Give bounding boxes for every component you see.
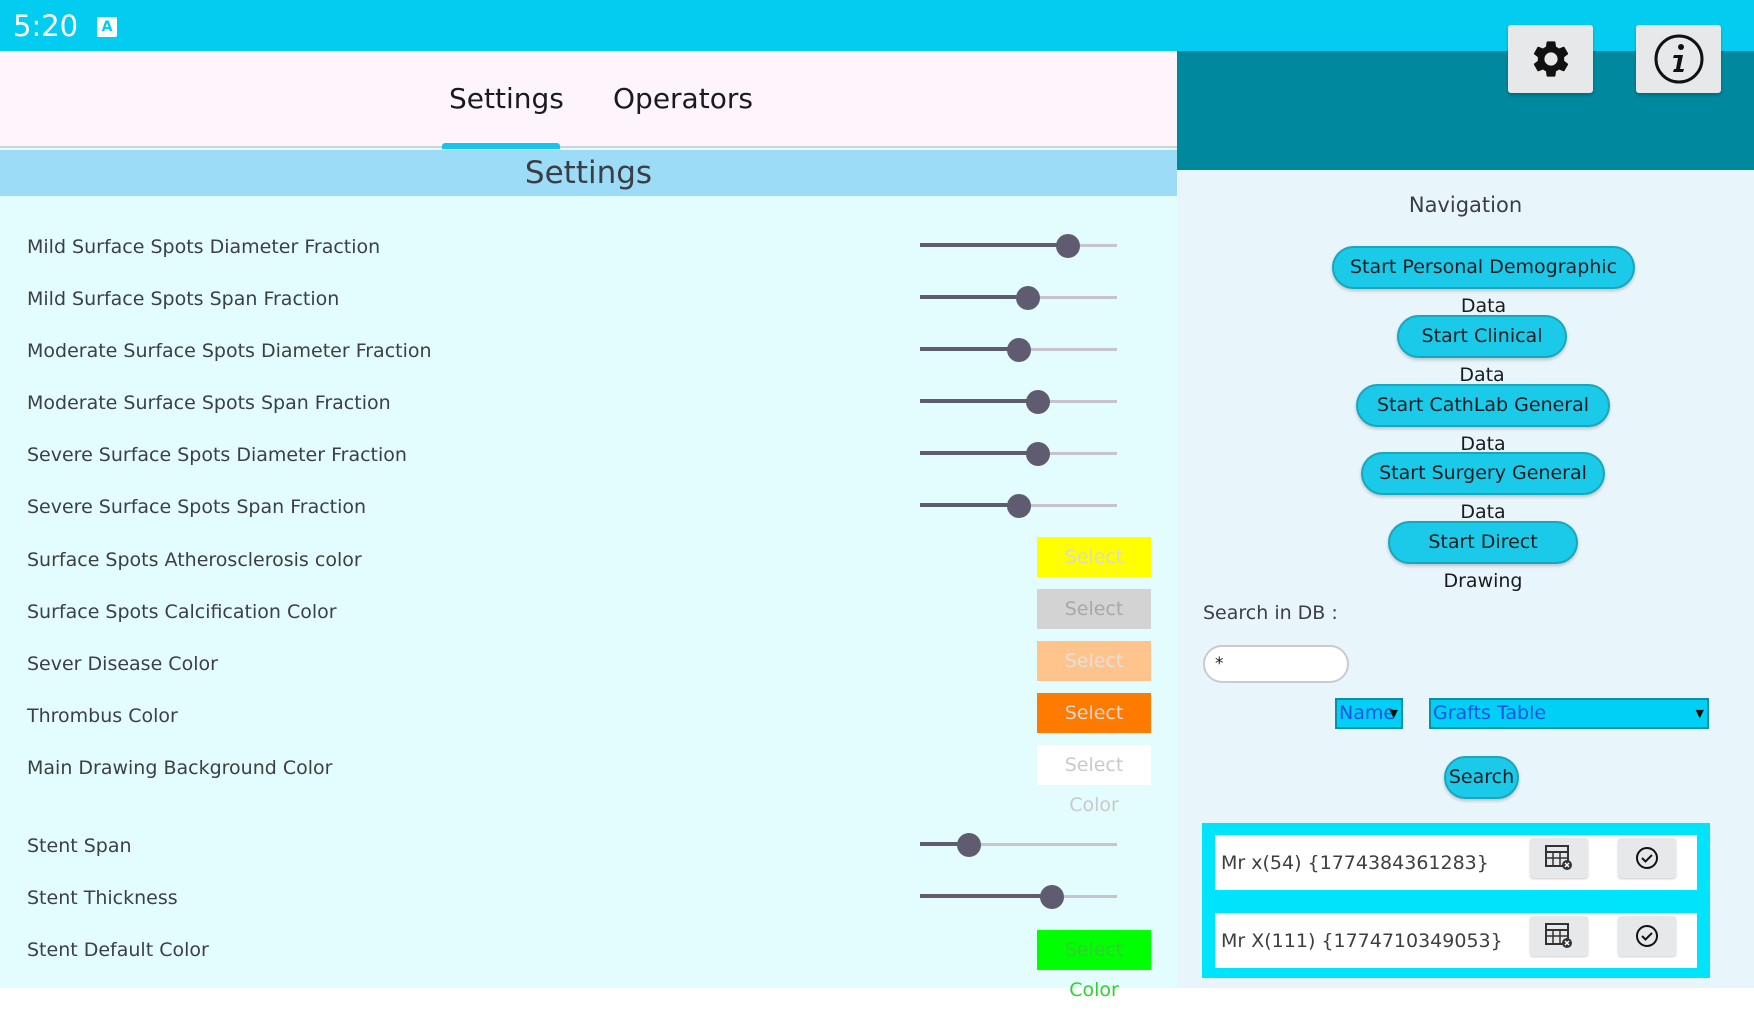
slider-active-track [920,295,1028,299]
info-icon [1654,34,1703,84]
slider-active-track [920,842,969,846]
slider-thumb[interactable] [1016,286,1040,310]
setting-label: Moderate Surface Spots Span Fraction [27,392,391,414]
setting-label: Sever Disease Color [27,653,218,675]
slider-active-track [920,451,1038,455]
setting-label: Severe Surface Spots Span Fraction [27,496,367,518]
mild-span-slider[interactable] [920,282,1117,314]
moderate-span-slider[interactable] [920,386,1117,418]
stent-color-button[interactable]: Select Color [1037,930,1151,1001]
mild-diameter-slider[interactable] [920,230,1117,262]
atherosclerosis-color-button[interactable]: Select Color [1037,537,1151,608]
dropdown-arrow-icon: ▼ [1695,707,1704,720]
sever-disease-color-button[interactable]: Select Color [1037,641,1151,712]
info-button[interactable] [1636,25,1721,93]
slider-thumb[interactable] [1007,338,1031,362]
open-table-button[interactable] [1530,838,1588,878]
calcification-color-button[interactable]: Select Color [1037,589,1151,660]
tab-indicator [442,143,560,149]
background-color-button[interactable]: Select Color [1037,745,1151,816]
result-text: Mr X(111) {1774710349053} [1221,930,1503,952]
slider-thumb[interactable] [1040,885,1064,909]
tab-operators[interactable]: Operators [613,82,753,115]
slider-thumb[interactable] [1026,390,1050,414]
gear-icon [1533,41,1568,77]
select-record-button[interactable] [1618,838,1676,878]
slider-active-track [920,347,1019,351]
status-bar: 5:20 A [0,0,1754,51]
slider-active-track [920,894,1052,898]
slider-thumb[interactable] [1007,494,1031,518]
table-select-value: Grafts Table [1433,702,1547,724]
open-table-button[interactable] [1530,916,1588,956]
settings-panel: Settings Operators Settings Mild Surface… [0,51,1177,1001]
settings-gear-button[interactable] [1508,25,1593,93]
search-label: Search in DB : [1203,602,1338,624]
table-select[interactable]: Grafts Table ▼ [1429,698,1709,729]
setting-label: Mild Surface Spots Diameter Fraction [27,236,381,258]
list-item[interactable]: Mr x(54) {1774384361283} [1215,835,1697,890]
severe-span-slider[interactable] [920,490,1117,522]
start-clinical-data-button[interactable]: Start Clinical Data [1397,315,1567,386]
moderate-diameter-slider[interactable] [920,334,1117,366]
setting-label: Main Drawing Background Color [27,757,333,779]
search-button[interactable]: Search [1444,756,1519,799]
start-surgery-button[interactable]: Start Surgery General Data [1361,452,1605,523]
start-cathlab-button[interactable]: Start CathLab General Data [1356,384,1610,455]
setting-label: Surface Spots Atherosclerosis color [27,549,362,571]
table-icon [1545,845,1572,870]
select-record-button[interactable] [1618,916,1676,956]
slider-thumb[interactable] [1026,442,1050,466]
setting-label: Stent Default Color [27,939,209,961]
dropdown-arrow-icon: ▼ [1389,707,1398,720]
check-circle-icon [1636,925,1658,947]
stent-span-slider[interactable] [920,829,1117,861]
results-list: Mr x(54) {1774384361283} [1202,823,1710,978]
list-item[interactable]: Mr X(111) {1774710349053} [1215,913,1697,968]
thrombus-color-button[interactable]: Select Color [1037,693,1151,764]
setting-label: Stent Thickness [27,887,178,909]
navigation-panel: Navigation Start Personal Demographic Da… [1177,170,1754,988]
result-text: Mr x(54) {1774384361283} [1221,852,1489,874]
table-icon [1545,923,1572,948]
setting-label: Mild Surface Spots Span Fraction [27,288,340,310]
setting-label: Surface Spots Calcification Color [27,601,337,623]
setting-label: Moderate Surface Spots Diameter Fraction [27,340,432,362]
check-circle-icon [1636,847,1658,869]
stent-thickness-slider[interactable] [920,881,1117,913]
a-icon: A [97,17,117,37]
field-select-value: Name [1339,702,1396,724]
slider-thumb[interactable] [1056,234,1080,258]
start-direct-drawing-button[interactable]: Start Direct Drawing [1388,521,1578,592]
status-time: 5:20 [13,9,79,43]
setting-label: Severe Surface Spots Diameter Fraction [27,444,407,466]
tab-bar: Settings Operators [0,51,1177,149]
slider-active-track [920,399,1038,403]
severe-diameter-slider[interactable] [920,438,1117,470]
slider-active-track [920,503,1019,507]
slider-track [920,843,1117,846]
field-select[interactable]: Name ▼ [1335,698,1403,729]
setting-label: Stent Span [27,835,132,857]
setting-label: Thrombus Color [27,705,178,727]
tab-settings[interactable]: Settings [449,82,564,115]
slider-thumb[interactable] [957,833,981,857]
start-personal-demographic-button[interactable]: Start Personal Demographic Data [1332,246,1635,317]
settings-header: Settings [0,150,1177,196]
slider-active-track [920,243,1068,247]
search-input[interactable] [1203,645,1349,683]
navigation-title: Navigation [1408,193,1523,217]
